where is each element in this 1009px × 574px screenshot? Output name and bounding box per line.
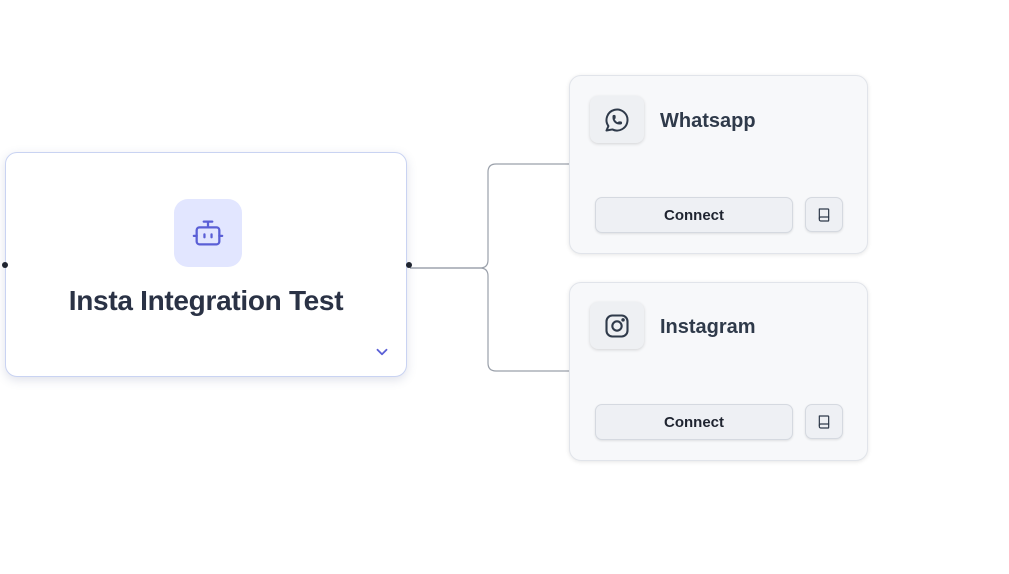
whatsapp-icon-container [590, 96, 644, 143]
book-icon [818, 414, 830, 429]
chevron-down-icon [376, 348, 388, 356]
channel-node-instagram[interactable]: Instagram Connect [569, 282, 868, 461]
bot-icon-container [174, 199, 242, 267]
edge-bot-to-instagram [410, 267, 569, 372]
whatsapp-icon [605, 108, 629, 131]
instagram-icon-container [590, 302, 644, 349]
docs-button-whatsapp[interactable] [805, 197, 843, 232]
bot-output-handle[interactable] [406, 262, 412, 268]
book-icon [818, 207, 830, 222]
bot-icon [192, 220, 224, 246]
instagram-icon [605, 313, 629, 338]
docs-button-instagram[interactable] [805, 404, 843, 439]
channel-node-whatsapp[interactable]: Whatsapp Connect [569, 75, 868, 254]
edge-bot-to-whatsapp [410, 163, 569, 269]
bot-input-handle[interactable] [2, 262, 8, 268]
connect-button-whatsapp[interactable]: Connect [595, 197, 793, 233]
bot-node[interactable]: Insta Integration Test [5, 152, 407, 377]
expand-button[interactable] [364, 334, 400, 370]
channel-name: Whatsapp [660, 110, 756, 132]
bot-title: Insta Integration Test [68, 285, 344, 316]
connect-button-instagram[interactable]: Connect [595, 404, 793, 440]
channel-name: Instagram [660, 316, 756, 338]
